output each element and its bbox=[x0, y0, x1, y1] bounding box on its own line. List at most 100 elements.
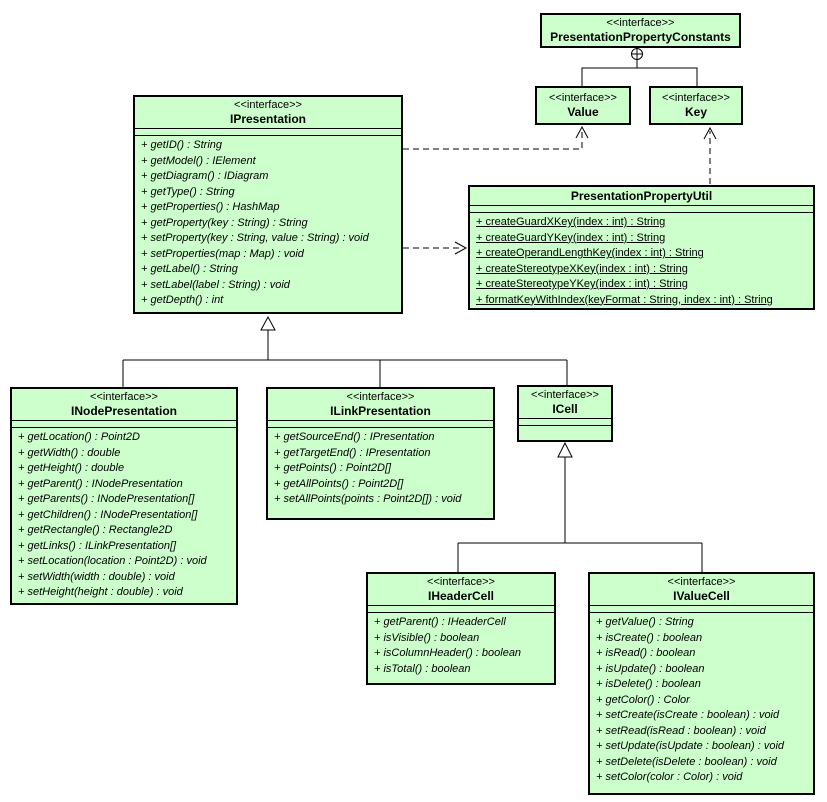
method-item: + isVisible() : boolean bbox=[374, 631, 480, 644]
method-item: + getDiagram() : IDiagram bbox=[141, 170, 269, 182]
generalization-to-ipresentation[interactable] bbox=[122, 315, 568, 387]
method-item: + createOperandLengthKey(index : int) : … bbox=[476, 247, 704, 259]
stereotype-label: <<interface>> bbox=[531, 389, 599, 401]
method-item: + getRectangle() : Rectangle2D bbox=[18, 524, 173, 536]
class-header: <<interface>> ICell bbox=[519, 387, 611, 418]
method-item: + getDepth() : int bbox=[141, 294, 224, 306]
method-item: + setWidth(width : double) : void bbox=[18, 570, 175, 583]
class-header: <<interface>> IHeaderCell bbox=[368, 574, 554, 605]
methods-compartment: + getLocation() : Point2D + getWidth() : … bbox=[12, 427, 236, 603]
methods-compartment: + getParent() : IHeaderCell + isVisible()… bbox=[368, 612, 554, 683]
class-header: <<interface>> INodePresentation bbox=[12, 389, 236, 420]
method-item: + createStereotypeXKey(index : int) : St… bbox=[476, 262, 688, 275]
class-box-presentation-property-constants[interactable]: <<interface>> PresentationPropertyConsta… bbox=[540, 13, 741, 48]
attributes-compartment bbox=[268, 420, 493, 427]
class-box-ilink-presentation[interactable]: <<interface>> ILinkPresentation + getSou… bbox=[266, 387, 495, 520]
method-item: + setDelete(isDelete : boolean) : void bbox=[596, 755, 777, 768]
method-item: + setRead(isRead : boolean) : void bbox=[596, 724, 766, 737]
attributes-compartment bbox=[519, 418, 611, 425]
class-box-ivalue-cell[interactable]: <<interface>> IValueCell + getValue() : … bbox=[588, 572, 815, 795]
class-header: <<interface>> ILinkPresentation bbox=[268, 389, 493, 420]
method-item: + getParents() : INodePresentation[] bbox=[18, 493, 195, 505]
method-item: + setHeight(height : double) : void bbox=[18, 586, 183, 598]
open-arrowhead-icon bbox=[575, 125, 589, 139]
method-item: + getParent() : IHeaderCell bbox=[374, 616, 506, 628]
method-item: + getLocation() : Point2D bbox=[18, 431, 140, 443]
class-header: PresentationPropertyUtil bbox=[470, 187, 813, 205]
methods-compartment bbox=[519, 425, 611, 440]
method-item: + setLocation(location : Point2D) : void bbox=[18, 555, 207, 567]
method-item: + getSourceEnd() : IPresentation bbox=[274, 431, 435, 443]
method-item: + getValue() : String bbox=[596, 616, 694, 628]
method-item: + getLinks() : ILinkPresentation[] bbox=[18, 539, 177, 552]
method-item: + setAllPoints(points : Point2D[]) : voi… bbox=[274, 493, 462, 505]
hollow-triangle-icon bbox=[260, 315, 276, 331]
class-box-iheader-cell[interactable]: <<interface>> IHeaderCell + getParent() … bbox=[366, 572, 556, 685]
methods-compartment: + createGuardXKey(index : int) : String+… bbox=[470, 212, 813, 308]
dependency-ipresentation-to-presentationpropertyutil[interactable] bbox=[403, 241, 468, 255]
method-item: + getTargetEnd() : IPresentation bbox=[274, 446, 431, 459]
attributes-compartment bbox=[368, 605, 554, 612]
attributes-compartment bbox=[470, 205, 813, 212]
class-name: PresentationPropertyConstants bbox=[550, 30, 731, 44]
methods-compartment: + getSourceEnd() : IPresentation + getTar… bbox=[268, 427, 493, 518]
method-item: + isColumnHeader() : boolean bbox=[374, 647, 522, 659]
class-box-value[interactable]: <<interface>> Value bbox=[535, 86, 631, 125]
stereotype-label: <<interface>> bbox=[549, 92, 617, 104]
method-item: + setProperties(map : Map) : void bbox=[141, 247, 304, 260]
method-item: + getID() : String bbox=[141, 139, 223, 151]
method-item: + getProperties() : HashMap bbox=[141, 201, 280, 213]
class-box-presentation-property-util[interactable]: PresentationPropertyUtil + createGuardXK… bbox=[468, 185, 815, 310]
stereotype-label: <<interface>> bbox=[346, 391, 415, 403]
class-header: <<interface>> IValueCell bbox=[590, 574, 813, 605]
method-item: + getAllPoints() : Point2D[] bbox=[274, 477, 404, 490]
method-item: + isTotal() : boolean bbox=[374, 662, 471, 675]
class-header: <<interface>> Key bbox=[651, 88, 741, 123]
method-item: + isUpdate() : boolean bbox=[596, 662, 705, 675]
attributes-compartment bbox=[590, 605, 813, 612]
method-item: + getProperty(key : String) : String bbox=[141, 216, 308, 229]
class-name: ILinkPresentation bbox=[330, 404, 431, 418]
method-item: + isDelete() : boolean bbox=[596, 678, 701, 690]
class-box-key[interactable]: <<interface>> Key bbox=[649, 86, 743, 125]
class-name: PresentationPropertyUtil bbox=[570, 189, 713, 203]
method-item: + getLabel() : String bbox=[141, 263, 238, 275]
method-item: + formatKeyWithIndex(keyFormat : String,… bbox=[476, 293, 773, 306]
stereotype-label: <<interface>> bbox=[234, 99, 302, 111]
stereotype-label: <<interface>> bbox=[90, 391, 158, 403]
method-item: + getColor() : Color bbox=[596, 693, 690, 706]
methods-compartment: + getID() : String+ getModel() : IElemen… bbox=[135, 135, 401, 312]
class-box-icell[interactable]: <<interface>> ICell bbox=[517, 385, 613, 442]
method-item: + isCreate() : boolean bbox=[596, 631, 703, 644]
method-item: + getWidth() : double bbox=[18, 446, 121, 459]
class-header: <<interface>> Value bbox=[537, 88, 629, 123]
method-item: + createStereotypeYKey(index : int) : St… bbox=[476, 278, 688, 290]
method-item: + setUpdate(isUpdate : boolean) : void bbox=[596, 740, 785, 752]
containment-connector[interactable] bbox=[581, 48, 698, 87]
method-item: + setCreate(isCreate : boolean) : void bbox=[596, 709, 780, 721]
open-arrowhead-icon bbox=[454, 241, 468, 255]
class-name: IPresentation bbox=[229, 112, 307, 126]
dependency-presentationpropertyutil-to-key[interactable] bbox=[703, 126, 717, 184]
class-name: Key bbox=[684, 105, 707, 119]
attributes-compartment bbox=[12, 420, 236, 427]
method-item: + createGuardYKey(index : int) : String bbox=[476, 231, 666, 244]
class-name: INodePresentation bbox=[70, 404, 178, 418]
dependency-ipresentation-to-value[interactable] bbox=[403, 125, 589, 150]
method-item: + setLabel(label : String) : void bbox=[141, 278, 290, 291]
class-header: <<interface>> PresentationPropertyConsta… bbox=[542, 15, 739, 46]
method-item: + setProperty(key : String, value : Stri… bbox=[141, 232, 369, 244]
method-item: + getParent() : INodePresentation bbox=[18, 477, 183, 490]
containment-circle-plus-icon bbox=[631, 48, 643, 60]
methods-compartment: + getValue() : String + isCreate() : bool… bbox=[590, 612, 813, 793]
class-name: IValueCell bbox=[673, 589, 730, 603]
class-box-inode-presentation[interactable]: <<interface>> INodePresentation + getLoc… bbox=[10, 387, 238, 605]
method-item: + setColor(color : Color) : void bbox=[596, 771, 743, 783]
method-item: + getType() : String bbox=[141, 185, 235, 198]
class-box-ipresentation[interactable]: <<interface>> IPresentation + getID() : … bbox=[133, 95, 403, 314]
attributes-compartment bbox=[135, 128, 401, 135]
stereotype-label: <<interface>> bbox=[606, 17, 675, 29]
generalization-to-icell[interactable] bbox=[457, 441, 703, 572]
